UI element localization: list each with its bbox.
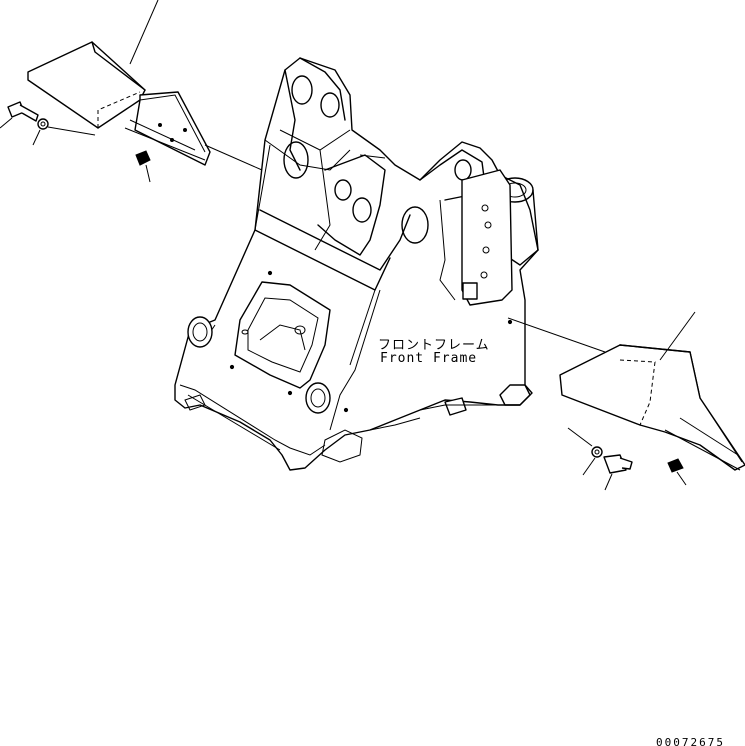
part-label-english: Front Frame [380, 351, 478, 366]
front-frame [174, 57, 539, 471]
drawing-code: 00072675 [656, 736, 725, 746]
part-label-japanese: フロントフレーム [378, 338, 490, 353]
left-cover-assembly [0, 0, 263, 183]
right-cover-assembly [507, 311, 745, 491]
